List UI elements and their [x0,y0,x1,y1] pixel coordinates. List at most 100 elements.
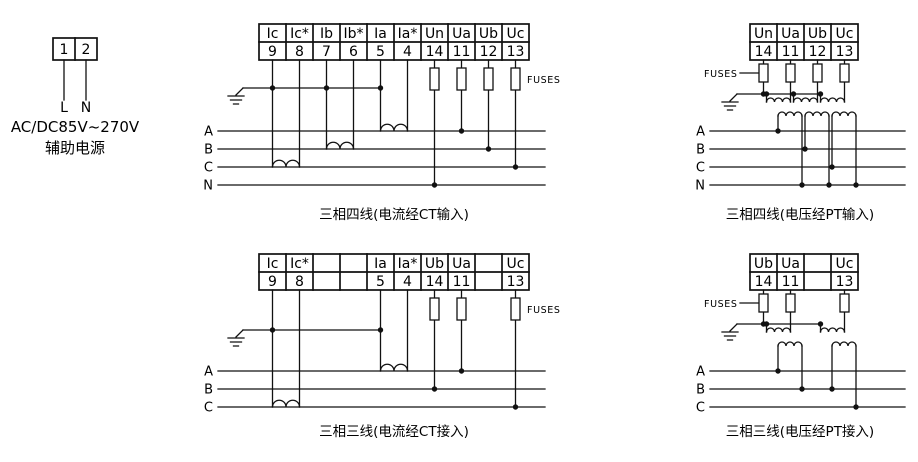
terminal-label: Ic* [290,26,309,42]
pt-primary-coils [777,341,857,347]
terminal-number: 12 [480,44,498,60]
aux-line-label: N [81,100,91,116]
phase-label: N [695,179,705,194]
voltage-leads [433,59,517,186]
terminal-number: 14 [426,44,444,60]
terminal-label: Uc [836,256,854,272]
fuses-label: FUSES [527,75,560,86]
junction-dot [829,386,835,392]
terminal-label: Uc [836,26,854,42]
fuses-label: FUSES [704,299,737,310]
terminal-number: 7 [322,44,331,60]
junction-dot [802,146,808,152]
junction-dot [775,128,781,134]
phase-label: B [204,143,213,158]
aux-power-diagram: 1 2 L N AC/DC85V~270V 辅助电源 [11,37,140,157]
aux-terminal-number: 1 [60,42,69,58]
junction-dot [817,321,824,327]
terminal-label: Ua [781,256,800,272]
ct-secondary-leads [271,59,409,168]
fuse [758,293,769,313]
junction-dot [853,404,859,410]
phase-lines [217,370,546,408]
phase-label: C [204,401,213,416]
pt-primary-coils [777,111,857,117]
terminal-label: Uc [507,256,525,272]
phase-label: A [696,365,705,380]
terminal-number: 13 [507,274,525,290]
fuse [456,297,467,321]
phase-label: A [204,125,213,140]
fuse [839,293,850,313]
phase-label: C [204,161,213,176]
terminal-number: 11 [453,274,471,290]
fuse [429,67,440,91]
terminal-label: Ub [754,256,773,272]
junction-dot [817,91,824,97]
ct-coils [271,123,409,168]
fuse [483,67,494,91]
phase-label: A [204,365,213,380]
terminal-label: Ua [452,256,471,272]
fuse [429,297,440,321]
diagram-caption: 三相四线(电压经PT输入) [726,207,874,223]
junction-dot [799,182,805,188]
aux-terminal-number: 2 [82,42,91,58]
junction-dot [829,164,835,170]
diagram-caption: 三相三线(电压经PT接入) [726,423,874,440]
four-wire-ct-diagram: Ic Ic* Ib Ib* Ia Ia* Un Ua Ub Uc 9 8 7 6… [203,23,560,223]
junction-dot [790,91,797,97]
terminal-block-cell-dividers [776,253,832,291]
terminal-number: 11 [782,44,800,60]
terminal-label: Ia* [398,26,418,42]
diagram-caption: 三相三线(电流经CT接入) [319,423,469,440]
junction-dot [826,182,832,188]
fuse [456,67,467,91]
pt-secondary-coils [765,97,846,103]
terminal-label: Ib [320,26,333,42]
terminal-label: Ua [781,26,800,42]
junction-dot [512,404,519,410]
ground-icon [227,87,245,105]
terminal-label: Ub [425,256,444,272]
junction-dot [377,85,384,91]
terminal-label: Ic* [290,256,309,272]
phase-label: C [696,161,705,176]
terminal-number: 9 [268,274,277,290]
fuse [785,293,796,313]
phase-lines [217,130,546,186]
terminal-number: 9 [268,44,277,60]
terminal-number: 14 [755,274,773,290]
junction-dot [512,164,519,170]
aux-voltage-range: AC/DC85V~270V [11,118,140,136]
junction-dot [458,128,465,134]
fuses-label: FUSES [527,305,560,316]
terminal-label: Ib* [343,26,363,42]
terminal-number: 13 [507,44,525,60]
junction-dot [323,85,330,91]
terminal-label: Ub [479,26,498,42]
terminal-block-cell-dividers [776,23,832,61]
fuse [812,63,823,83]
junction-dot [853,182,859,188]
ground-icon [721,323,739,341]
terminal-number: 13 [836,44,854,60]
fuse [839,63,850,83]
phase-label: C [696,401,705,416]
terminal-number: 4 [403,44,412,60]
junction-dot [763,321,770,327]
phase-lines [709,370,906,408]
junction-dot [269,85,276,91]
terminal-number: 11 [453,44,471,60]
terminal-label: Ia* [398,256,418,272]
junction-dot [763,91,770,97]
terminal-number: 11 [782,274,800,290]
ground-icon [227,329,245,347]
aux-power-caption: 辅助电源 [45,139,105,157]
terminal-label: Un [754,26,773,42]
terminal-block-cell-dividers [285,253,503,291]
phase-label: B [204,383,213,398]
junction-dot [431,182,438,188]
